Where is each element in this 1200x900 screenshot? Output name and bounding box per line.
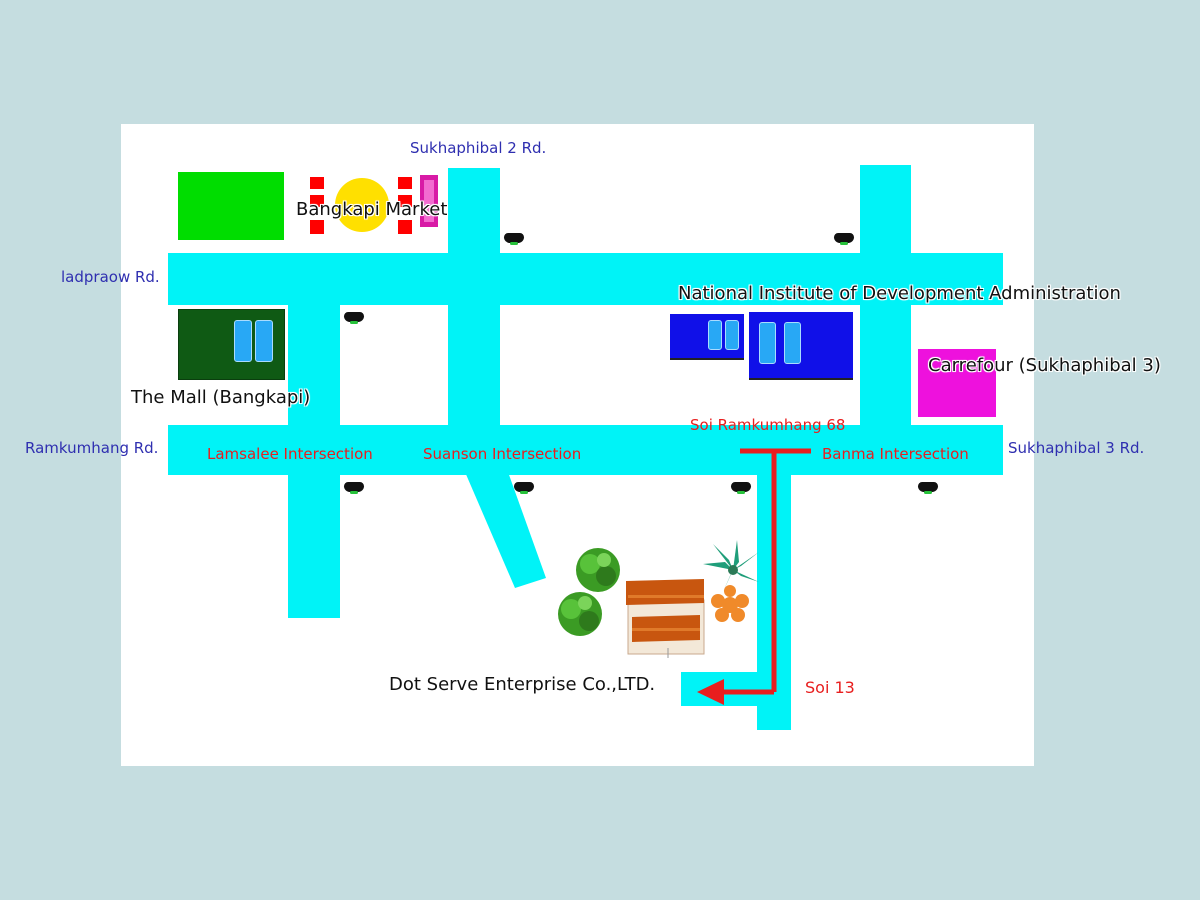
mall-pool-icon <box>234 320 252 362</box>
nida-pool-icon <box>725 320 739 350</box>
sukhaphibal2-road <box>448 168 500 428</box>
nida-pool-icon <box>708 320 722 350</box>
traffic-light-icon <box>344 312 364 324</box>
ramkumhang-road-label: Ramkumhang Rd. <box>25 439 159 457</box>
traffic-light-icon <box>344 482 364 494</box>
mall-pool-icon <box>255 320 273 362</box>
suanson-intersection-label: Suanson Intersection <box>423 445 582 463</box>
nida-label: National Institute of Development Admini… <box>678 283 1121 304</box>
traffic-light-icon <box>834 233 854 245</box>
lamsalee-connector-road <box>288 300 340 618</box>
bangkapi-market-label: Bangkapi Market <box>296 199 448 220</box>
dot-serve-label: Dot Serve Enterprise Co.,LTD. <box>389 674 656 695</box>
carrefour-label: Carrefour (Sukhaphibal 3) <box>928 355 1161 376</box>
traffic-light-icon <box>504 233 524 245</box>
sukhaphibal2-road-label: Sukhaphibal 2 Rd. <box>410 139 547 157</box>
carrefour-building <box>918 349 996 417</box>
sukhaphibal3-road <box>860 165 911 427</box>
lamsalee-intersection-label: Lamsalee Intersection <box>207 445 373 463</box>
the-mall-label: The Mall (Bangkapi) <box>131 387 311 408</box>
banma-intersection-label: Banma Intersection <box>822 445 969 463</box>
traffic-light-icon <box>731 482 751 494</box>
nida-pool-icon <box>784 322 801 364</box>
soi-ramkumhang-68-label: Soi Ramkumhang 68 <box>690 416 846 434</box>
sukhaphibal3-road-label: Sukhaphibal 3 Rd. <box>1008 439 1145 457</box>
park-area <box>178 172 284 240</box>
dot-serve-access-road <box>681 672 761 706</box>
traffic-light-icon <box>514 482 534 494</box>
ladpraow-road-label: ladpraow Rd. <box>61 268 160 286</box>
soi-13-label: Soi 13 <box>805 678 855 697</box>
nida-pool-icon <box>759 322 776 364</box>
traffic-light-icon <box>918 482 938 494</box>
soi-13-road <box>757 470 791 730</box>
